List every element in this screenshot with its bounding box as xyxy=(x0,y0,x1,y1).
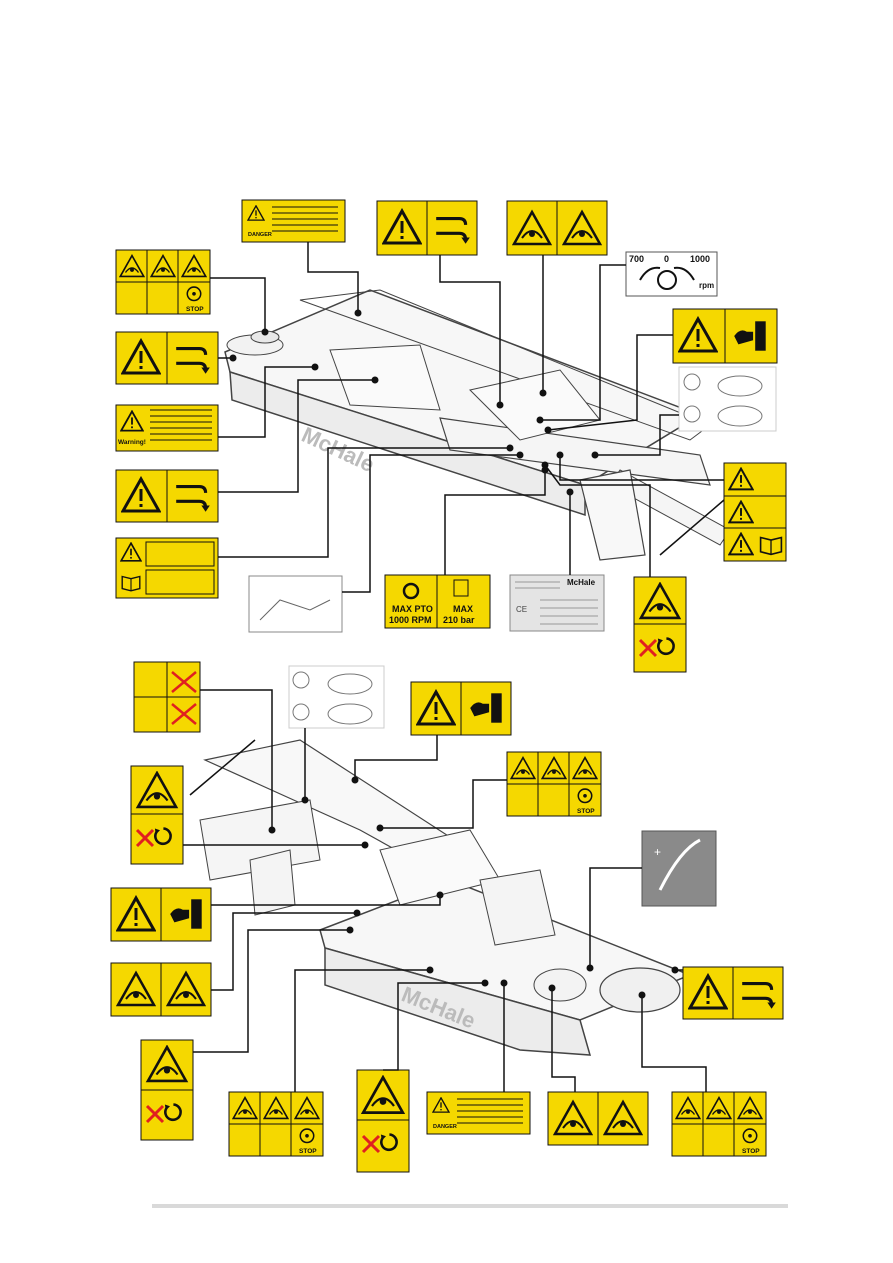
danger-text-decal-bottom: DANGER xyxy=(426,1091,531,1135)
svg-text:DANGER: DANGER xyxy=(248,232,272,238)
leader-dots xyxy=(229,309,679,999)
max-pto-pressure-decal: MAX PTO 1000 RPM MAX 210 bar xyxy=(384,574,491,629)
footer-rule xyxy=(152,1204,788,1208)
ce-mark-icon: CE xyxy=(516,605,527,614)
svg-text:210 bar: 210 bar xyxy=(443,615,475,625)
blade-rotation-decal-bottom-left xyxy=(140,1039,194,1141)
lifting-no-decal xyxy=(133,661,201,733)
lift-height-indicator-decal: + xyxy=(641,830,717,907)
six-panel-safety-decal-bottom-1: STOP xyxy=(228,1091,324,1157)
grease-point-diagram-lower xyxy=(288,665,385,729)
crush-hand-decal-lower-left xyxy=(110,887,212,942)
six-panel-safety-decal-left: STOP xyxy=(115,249,211,315)
pto-speed-icon xyxy=(402,582,420,600)
svg-text:MAX: MAX xyxy=(453,604,473,614)
svg-text:0: 0 xyxy=(664,254,669,264)
svg-text:700: 700 xyxy=(629,254,644,264)
svg-text:MAX PTO: MAX PTO xyxy=(392,604,433,614)
hose-warning-decal-left-2 xyxy=(115,469,219,523)
svg-text:1000: 1000 xyxy=(690,254,710,264)
crush-hand-decal-upper xyxy=(672,308,778,364)
svg-text:rpm: rpm xyxy=(699,281,714,290)
danger-text-decal-top: DANGER xyxy=(241,199,346,243)
parking-schematic-decal xyxy=(248,575,343,633)
warning-text-decal: Warning! xyxy=(115,404,219,452)
hose-warning-decal-left xyxy=(115,331,219,385)
blade-rotation-decal-left-lower xyxy=(130,765,184,865)
lower-mower-drawing: McHale xyxy=(199,739,693,1056)
svg-text:STOP: STOP xyxy=(186,306,204,313)
upper-mower-drawing: McHale xyxy=(224,289,731,561)
six-panel-safety-decal-bottom-2: STOP xyxy=(671,1091,767,1157)
svg-text:McHale: McHale xyxy=(567,578,596,587)
blade-hazard-decal-lower-left xyxy=(110,962,212,1017)
svg-text:1000 RPM: 1000 RPM xyxy=(389,615,432,625)
svg-text:STOP: STOP xyxy=(577,808,595,815)
six-panel-safety-decal-lower-right: STOP xyxy=(506,751,602,817)
pressure-gauge-icon xyxy=(453,579,469,597)
hose-warning-decal-lower-right xyxy=(682,966,784,1020)
blade-hazard-decal-top xyxy=(506,200,608,256)
tractor-manual-decal xyxy=(723,462,787,562)
serial-number-plate: McHale CE xyxy=(509,574,605,632)
svg-text:STOP: STOP xyxy=(742,1148,760,1155)
svg-text:DANGER: DANGER xyxy=(433,1124,457,1130)
grease-point-diagram-upper xyxy=(678,366,777,432)
crush-hand-decal-lower-top xyxy=(410,681,512,736)
blade-hazard-decal-bottom xyxy=(547,1091,649,1146)
svg-text:STOP: STOP xyxy=(299,1148,317,1155)
transport-manual-decal xyxy=(115,537,219,599)
blade-rotation-decal-bottom-center xyxy=(356,1069,410,1173)
leader-lines xyxy=(183,242,725,1092)
blade-rotation-decal-upper xyxy=(633,576,687,673)
svg-text:+: + xyxy=(654,845,661,859)
svg-text:Warning!: Warning! xyxy=(118,439,146,446)
hose-warning-decal-top xyxy=(376,200,478,256)
rpm-direction-decal: 700 0 1000 rpm xyxy=(625,251,718,297)
